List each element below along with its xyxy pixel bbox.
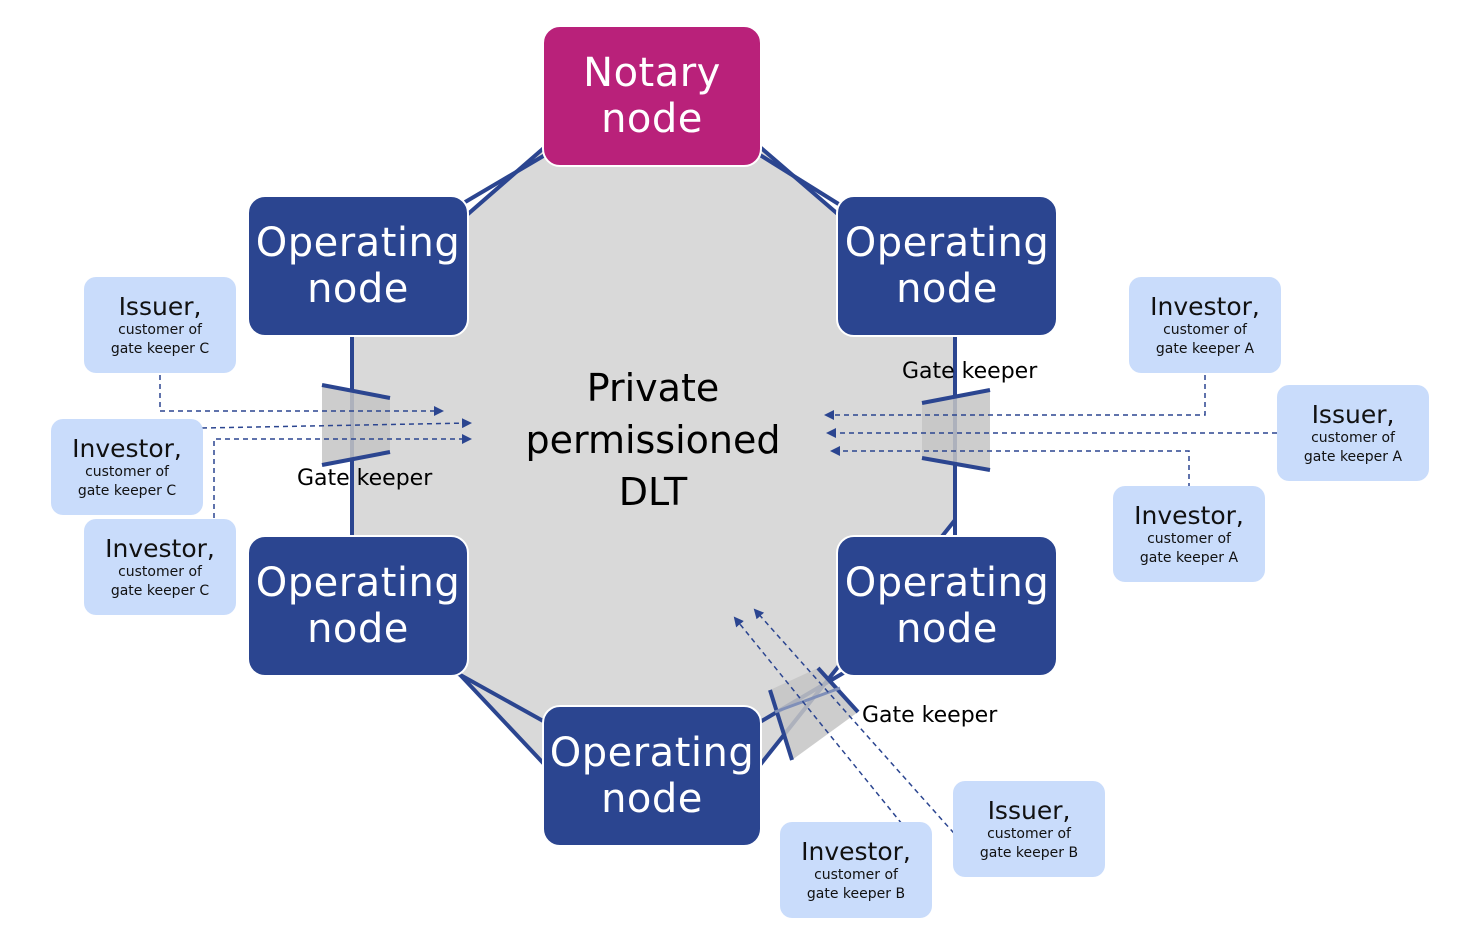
arrow-investor-a1 [824,375,1206,420]
party-desc-line2: gate keeper C [110,583,210,599]
operating-node-label-line1: Operating [255,220,461,266]
party-desc-line1: customer of [1163,322,1247,338]
party-desc-line1: customer of [118,564,202,580]
party-desc-line1: customer of [1311,430,1395,446]
party-investor-a1: Investor, customer of gate keeper A [1129,277,1281,373]
operating-node-label-line1: Operating [255,560,461,606]
party-desc-line1: customer of [118,322,202,338]
party-role: Investor, [1150,292,1260,321]
party-desc-line1: customer of [1147,531,1231,547]
operating-node-top-left: Operating node [247,195,469,337]
edge-bottom-left [454,670,546,724]
party-role: Issuer, [987,796,1071,825]
party-desc-line2: gate keeper B [806,886,906,902]
party-desc-line2: gate keeper A [1155,341,1255,357]
gatekeeper-b-label: Gate keeper [862,703,998,728]
operating-node-label-line2: node [896,266,998,312]
operating-node-label-line1: Operating [844,560,1050,606]
operating-node-bottom-left: Operating node [247,535,469,677]
dlt-label-line3: DLT [618,470,688,514]
operating-node-label-line1: Operating [844,220,1050,266]
party-desc-line1: customer of [814,867,898,883]
gatekeeper-c-label: Gate keeper [297,466,433,491]
operating-node-label-line2: node [307,606,409,652]
party-desc-line2: gate keeper A [1139,550,1239,566]
gatekeeper-a-shape [921,388,991,472]
party-role: Issuer, [118,292,202,321]
arrow-issuer-c [159,375,444,416]
operating-node-bottom: Operating node [542,705,762,847]
operating-node-top-right: Operating node [836,195,1058,337]
party-desc-line2: gate keeper A [1303,449,1403,465]
party-issuer-b: Issuer, customer of gate keeper B [953,781,1105,877]
operating-node-label-line1: Operating [549,730,755,776]
edge-notary-right [758,153,847,210]
party-role: Issuer, [1311,400,1395,429]
operating-node-label-line2: node [307,266,409,312]
party-role: Investor, [801,837,911,866]
party-investor-c2: Investor, customer of gate keeper C [84,519,236,615]
notary-node: Notary node [542,25,762,167]
party-desc-line2: gate keeper C [77,483,177,499]
party-investor-b: Investor, customer of gate keeper B [780,822,932,918]
party-desc-line2: gate keeper C [110,341,210,357]
dlt-label-line2: permissioned [525,418,781,462]
party-desc-line1: customer of [987,826,1071,842]
notary-node-label-line1: Notary [583,50,721,96]
arrow-investor-b [733,616,903,825]
party-role: Investor, [1134,501,1244,530]
party-investor-a2: Investor, customer of gate keeper A [1113,486,1265,582]
edge-notary-left [453,153,547,210]
dlt-label-line1: Private [586,366,720,410]
notary-node-label-line2: node [601,96,703,142]
party-role: Investor, [105,534,215,563]
dlt-label: Private permissioned DLT [510,362,796,518]
arrow-investor-a2 [830,446,1190,488]
party-role: Investor, [72,434,182,463]
party-issuer-a: Issuer, customer of gate keeper A [1277,385,1429,481]
gatekeeper-a-label: Gate keeper [902,359,1038,384]
operating-node-label-line2: node [601,776,703,822]
party-investor-c1: Investor, customer of gate keeper C [51,419,203,515]
operating-node-bottom-right: Operating node [836,535,1058,677]
arrow-issuer-b [753,608,961,841]
gatekeeper-b-shape [768,666,860,761]
party-desc-line2: gate keeper B [979,845,1079,861]
party-desc-line1: customer of [85,464,169,480]
operating-node-label-line2: node [896,606,998,652]
party-issuer-c: Issuer, customer of gate keeper C [84,277,236,373]
